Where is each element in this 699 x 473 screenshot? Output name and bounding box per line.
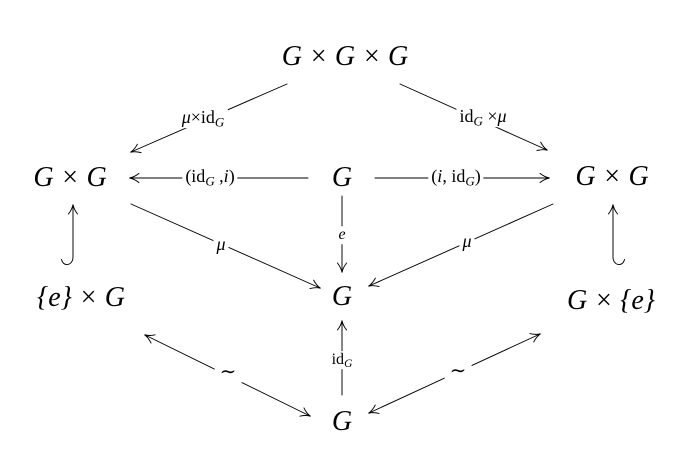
label-pair-id-i-i: i: [223, 166, 229, 187]
label-mu-times-id: μ×idG: [178, 107, 228, 130]
label-mu-times-id-timesid: ×id: [190, 107, 215, 128]
node-gxg-left: G × G: [33, 162, 107, 193]
node-gxg-right: G × G: [575, 161, 649, 192]
label-pair-i-id-close: ): [474, 166, 481, 187]
label-pair-id-i-open: (id: [185, 166, 206, 187]
label-mu-times-id-mu: μ: [181, 107, 191, 128]
node-g-mid: G: [331, 162, 353, 193]
label-id-times-mu-id: id: [459, 106, 474, 127]
label-id-times-mu-mu: μ: [497, 106, 507, 127]
hook-arrow-right: [607, 204, 625, 265]
node-g-bottom: G: [331, 406, 353, 437]
node-g-center: G: [331, 281, 353, 312]
label-pair-i-id-comma: , id: [442, 166, 466, 187]
label-pair-id-i-sub: G: [205, 173, 215, 189]
label-id-times-mu-times: ×: [482, 106, 498, 127]
label-iso-right: ∼: [444, 360, 472, 382]
label-e: e: [335, 226, 349, 244]
label-pair-i-id-open: (: [431, 166, 438, 187]
node-eg-left: {e} × G: [37, 282, 125, 313]
label-pair-id-i-close: ): [228, 166, 235, 187]
hook-arrow-left: [61, 204, 79, 265]
label-id-times-mu-sub: G: [473, 113, 483, 129]
node-gxgxg-top: G × G × G: [281, 41, 409, 72]
label-id-g-sub: G: [344, 358, 353, 371]
label-pair-id-i: (idG ,i): [182, 166, 238, 189]
label-id-g-id: id: [331, 351, 345, 369]
label-id-g: idG: [328, 351, 356, 371]
label-id-times-mu: idG ×μ: [456, 106, 510, 129]
label-pair-i-id-sub: G: [465, 173, 475, 189]
label-iso-left: ∼: [214, 361, 242, 383]
label-mu-left: μ: [213, 234, 229, 255]
label-pair-i-id: (i, idG): [428, 166, 484, 189]
node-ge-right: G × {e}: [567, 285, 655, 316]
label-mu-right: μ: [459, 231, 475, 252]
label-mu-times-id-sub: G: [214, 114, 225, 130]
label-pair-i-id-i: i: [437, 166, 443, 187]
label-pair-id-i-comma: ,: [214, 166, 224, 187]
